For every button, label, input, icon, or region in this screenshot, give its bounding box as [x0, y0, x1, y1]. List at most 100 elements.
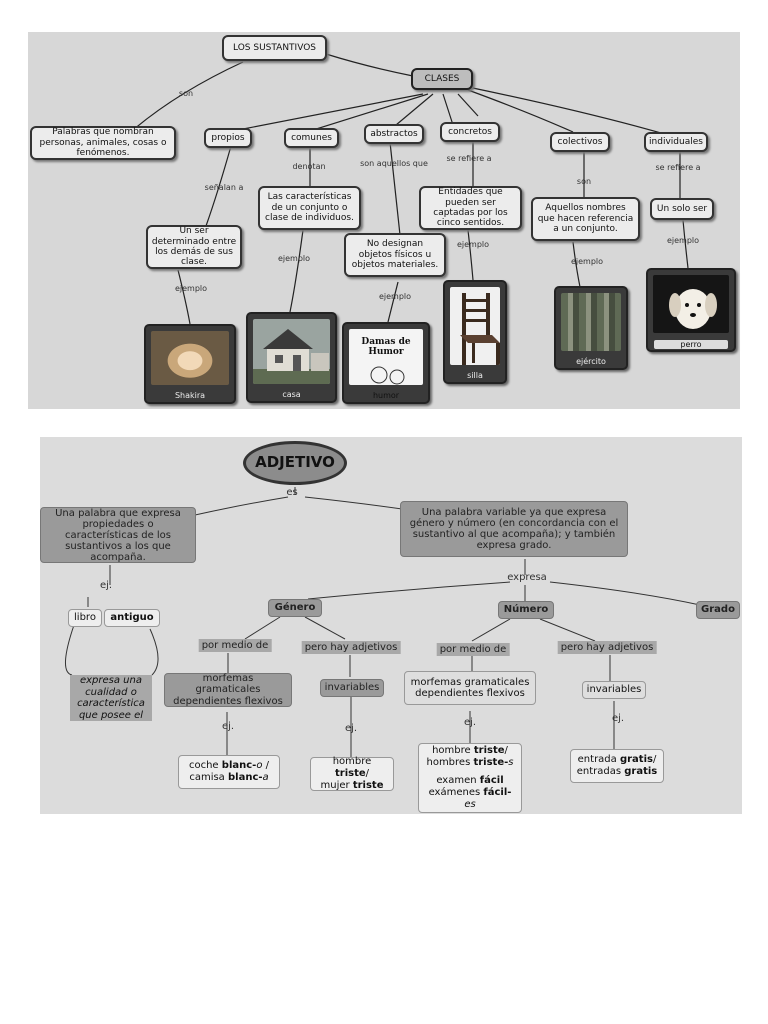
- example-stem: gratis: [619, 754, 653, 765]
- type-label: colectivos: [557, 136, 603, 147]
- example-noun-libro: libro: [68, 609, 102, 627]
- morfemas-text: morfemas gramaticales dependientes flexi…: [173, 672, 283, 707]
- example-line: entrada gratis/: [578, 754, 657, 766]
- adjective-root-node: ADJETIVO: [243, 441, 347, 485]
- example-word: examen: [436, 775, 480, 786]
- shakira-photo: [151, 331, 229, 385]
- example-casa: casa: [246, 312, 337, 403]
- type-label: propios: [211, 132, 245, 143]
- link-pero-hay-numero: pero hay adjetivos: [557, 641, 657, 654]
- example-word: exámenes: [428, 787, 484, 798]
- example-caption: perro: [654, 340, 728, 349]
- example-perro: perro: [646, 268, 736, 352]
- house-icon: [253, 329, 330, 384]
- example-sep: /: [262, 760, 269, 771]
- quality-note: expresa una cualidad o característica qu…: [70, 675, 152, 721]
- type-propios: propios: [204, 128, 252, 148]
- root-label: LOS SUSTANTIVOS: [233, 42, 316, 53]
- example-stem: fácil: [479, 775, 504, 786]
- link-ejemplo: ejemplo: [174, 284, 208, 293]
- example-caption: casa: [282, 390, 301, 399]
- desc-text: Aquellos nombres que hacen referencia a …: [537, 203, 634, 235]
- example-genero-flex: coche blanc-o / camisa blanc-a: [178, 755, 280, 789]
- example-stem: gratis: [624, 766, 658, 777]
- link-ej: ej.: [221, 721, 235, 732]
- example-humor: Damas de Humor humor: [342, 322, 430, 404]
- desc-text: Entidades que pueden ser captadas por lo…: [433, 187, 508, 229]
- link-denotan: denotan: [292, 162, 326, 171]
- example-line: hombre triste/: [432, 745, 508, 757]
- example-word: camisa: [189, 772, 228, 783]
- example-stem: blanc-: [228, 772, 263, 783]
- classes-node: CLASES: [411, 68, 473, 90]
- link-son-aquellos: son aquellos que: [360, 159, 428, 168]
- invariables-text: invariables: [324, 682, 380, 694]
- desc-text: Un solo ser: [656, 203, 708, 214]
- numero-label: Número: [503, 604, 549, 616]
- example-stem: triste-: [473, 757, 509, 768]
- desc-text: Las características de un conjunto o cla…: [265, 192, 354, 224]
- morfemas-text: morfemas gramaticales dependientes flexi…: [410, 676, 530, 700]
- example-silla: silla: [443, 280, 507, 384]
- example-word: mujer: [320, 780, 353, 791]
- example-noun-text: libro: [74, 612, 96, 624]
- desc-concretos: Entidades que pueden ser captadas por lo…: [419, 186, 522, 230]
- example-numero-invariable: entrada gratis/ entradas gratis: [570, 749, 664, 783]
- example-word: hombres: [426, 757, 474, 768]
- example-line: exámenes fácil-es: [423, 787, 517, 811]
- adjective-concept-map: ADJETIVO es Una palabra que expresa prop…: [40, 437, 742, 814]
- army-photo: [561, 293, 621, 351]
- type-label: concretos: [448, 126, 492, 137]
- example-stem: triste: [334, 768, 366, 779]
- desc-propios: Un ser determinado entre los demás de su…: [146, 225, 242, 269]
- def-right-text: Una palabra variable ya que expresa géne…: [409, 507, 619, 551]
- example-caption: silla: [467, 371, 483, 380]
- definition-node: Palabras que nombran personas, animales,…: [30, 126, 176, 160]
- link-ej: ej.: [611, 713, 625, 724]
- grado-node: Grado: [696, 601, 740, 619]
- grado-label: Grado: [701, 604, 735, 616]
- example-line: hombre triste/: [315, 756, 389, 780]
- house-photo: [253, 319, 330, 384]
- quality-note-text: expresa una cualidad o característica qu…: [77, 675, 145, 721]
- example-line: hombres triste-s: [426, 757, 513, 769]
- link-se-refiere: se refiere a: [446, 154, 492, 163]
- link-es: es: [286, 487, 298, 498]
- morfemas-numero-node: morfemas gramaticales dependientes flexi…: [404, 671, 536, 705]
- desc-individuales: Un solo ser: [650, 198, 714, 220]
- link-son: son: [178, 89, 194, 98]
- link-ejemplo: ejemplo: [277, 254, 311, 263]
- link-se-refiere-individuales: se refiere a: [655, 163, 701, 172]
- invariables-genero-node: invariables: [320, 679, 384, 697]
- def-right-node: Una palabra variable ya que expresa géne…: [400, 501, 628, 557]
- example-sep: /: [652, 754, 657, 765]
- link-por-medio-de-numero: por medio de: [436, 643, 510, 656]
- desc-text: No designan objetos físicos u objetos ma…: [351, 239, 439, 271]
- morfemas-genero-node: morfemas gramaticales dependientes flexi…: [164, 673, 292, 707]
- example-word: entrada: [577, 754, 620, 765]
- link-por-medio-de-genero: por medio de: [198, 639, 272, 652]
- invariables-numero-node: invariables: [582, 681, 646, 699]
- numero-node: Número: [498, 601, 554, 619]
- desc-colectivos: Aquellos nombres que hacen referencia a …: [531, 197, 640, 241]
- link-ej: ej.: [344, 723, 358, 734]
- desc-abstractos: No designan objetos físicos u objetos ma…: [344, 233, 446, 277]
- type-individuales: individuales: [644, 132, 708, 152]
- chair-icon: [460, 293, 500, 365]
- nouns-concept-map: LOS SUSTANTIVOS CLASES son Palabras que …: [28, 32, 740, 409]
- link-son-colectivos: son: [576, 177, 592, 186]
- chair-photo: [450, 287, 500, 365]
- example-ending: a: [262, 772, 269, 783]
- example-stem: blanc-: [221, 760, 257, 771]
- example-word: hombre: [332, 756, 372, 767]
- link-ejemplo: ejemplo: [570, 257, 604, 266]
- link-ejemplo: ejemplo: [456, 240, 490, 249]
- example-ending: s: [508, 757, 514, 768]
- link-ejemplo: ejemplo: [378, 292, 412, 301]
- example-adj-antiguo: antiguo: [104, 609, 160, 627]
- invariables-text: invariables: [586, 684, 642, 696]
- example-line: mujer triste: [321, 780, 384, 792]
- example-caption: ejército: [576, 357, 606, 366]
- type-abstractos: abstractos: [364, 124, 424, 144]
- example-word: hombre: [432, 745, 474, 756]
